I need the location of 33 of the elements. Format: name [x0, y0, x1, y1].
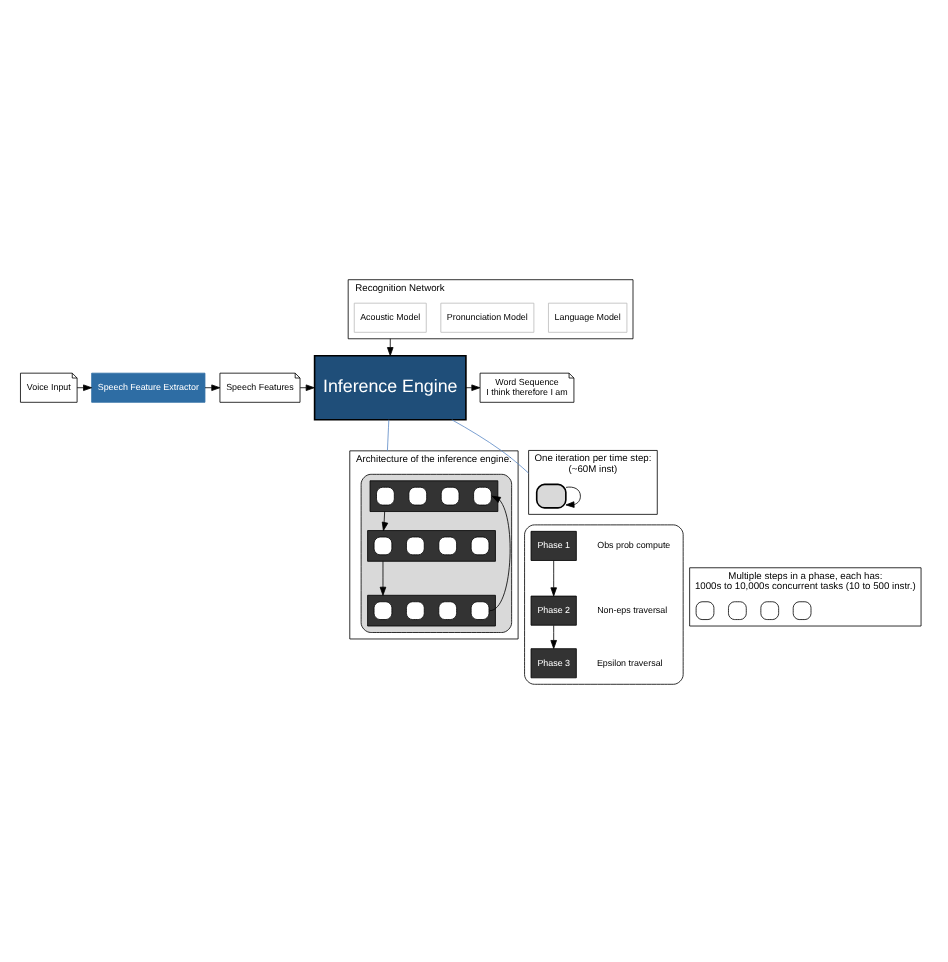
arrow — [565, 485, 581, 507]
node-box — [438, 600, 457, 619]
cluster — [367, 529, 496, 561]
node-box — [373, 535, 393, 555]
node-box — [373, 600, 393, 619]
arrow — [379, 559, 387, 595]
node-box — [535, 482, 567, 508]
cluster — [524, 523, 684, 684]
node-box — [470, 535, 490, 555]
arrow — [550, 559, 557, 596]
node-box — [438, 535, 457, 555]
node-box — [470, 600, 490, 619]
node-box — [473, 485, 492, 505]
arrow — [76, 383, 93, 390]
cluster — [367, 593, 496, 626]
arrow — [465, 383, 481, 390]
arrow — [550, 624, 557, 648]
arrow — [204, 383, 221, 390]
node-box — [728, 600, 747, 619]
node-box — [408, 485, 428, 505]
node-box — [406, 535, 425, 555]
arrow — [299, 383, 315, 390]
arrow — [387, 337, 394, 355]
node-box — [440, 485, 460, 505]
connector — [387, 418, 390, 451]
node-box — [695, 600, 715, 619]
node-box — [376, 485, 395, 505]
node-box — [792, 600, 812, 619]
node-box — [406, 600, 425, 619]
node-box: Inference Engine — [313, 353, 467, 420]
connector — [451, 418, 530, 473]
node-box — [760, 600, 780, 619]
cluster — [369, 479, 499, 511]
